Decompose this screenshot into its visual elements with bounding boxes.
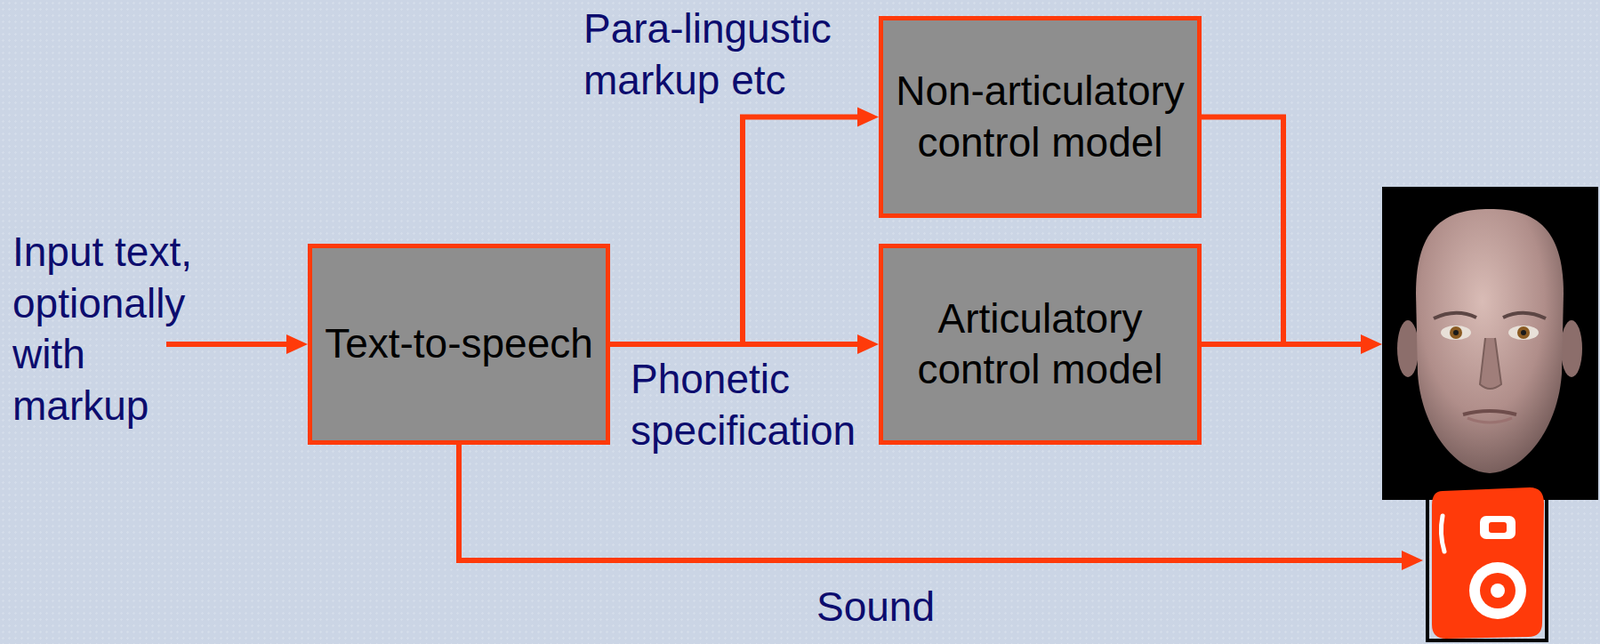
connector-arrow bbox=[610, 107, 879, 346]
output-wires bbox=[166, 117, 1424, 571]
process-box: Non-articulatory control model bbox=[878, 16, 1202, 218]
annotation-label: Para-lingustic markup etc bbox=[583, 3, 851, 106]
connector-arrow bbox=[610, 334, 879, 354]
input-line bbox=[166, 341, 292, 347]
box-text: Text-to-speech bbox=[324, 318, 594, 370]
sound-line bbox=[458, 444, 1408, 561]
process-box: Text-to-speech bbox=[307, 243, 611, 445]
arrow-head bbox=[857, 334, 879, 354]
merge-line bbox=[1201, 117, 1284, 346]
box-text: Non-articulatory control model bbox=[892, 65, 1189, 169]
annotation-label: Sound bbox=[816, 581, 995, 634]
face-line bbox=[1201, 341, 1367, 347]
face-illustration bbox=[1382, 186, 1599, 500]
box-text: Articulatory control model bbox=[892, 293, 1189, 396]
edge-label: Phonetic specification bbox=[630, 353, 871, 457]
arrow-head bbox=[1401, 550, 1424, 571]
arrow-head bbox=[286, 334, 308, 354]
arrow-head bbox=[1360, 334, 1383, 354]
speaker-icon bbox=[1427, 487, 1547, 641]
annotation-label: Input text, optionally with markup bbox=[12, 226, 226, 432]
connector-line bbox=[610, 117, 863, 346]
process-box: Articulatory control model bbox=[878, 243, 1202, 445]
arrow-head bbox=[857, 107, 879, 128]
connector-line bbox=[610, 341, 863, 347]
